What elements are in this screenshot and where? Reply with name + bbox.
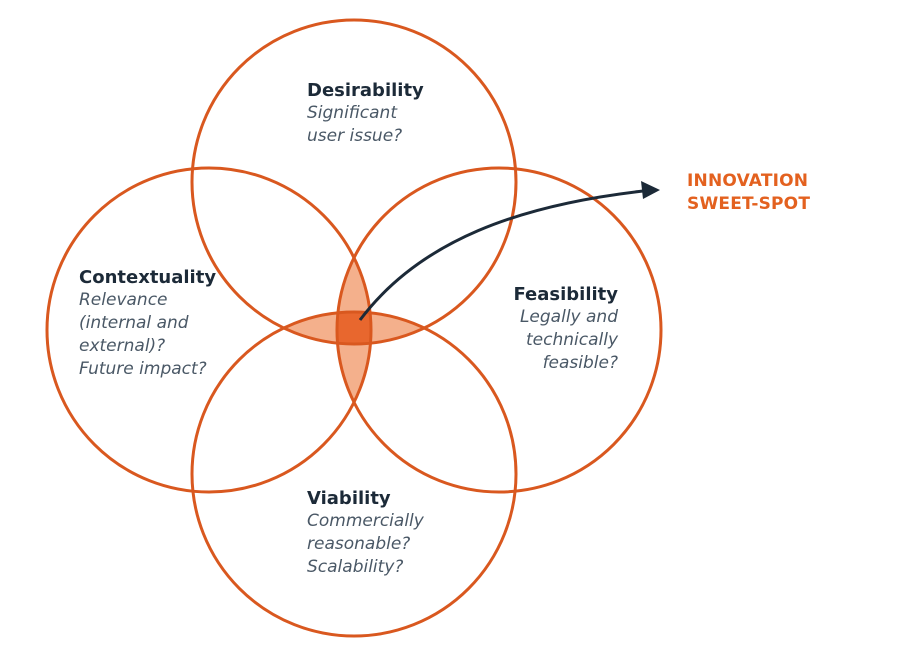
viability-desc: Commercially reasonable? Scalability? <box>307 511 424 577</box>
innovation-sweet-spot-callout: INNOVATION SWEET-SPOT <box>687 170 887 216</box>
callout-line-2: SWEET-SPOT <box>687 194 811 214</box>
contextuality-title: Contextuality <box>79 267 217 288</box>
callout-line-1: INNOVATION <box>687 171 809 191</box>
feasibility-desc: Legally and technically feasible? <box>519 307 618 373</box>
sweet-spot-arrow <box>358 189 644 321</box>
circle-desirability <box>190 18 518 346</box>
viability-title: Viability <box>307 488 391 509</box>
desirability-title: Desirability <box>307 80 424 101</box>
desirability-desc: Significant user issue? <box>307 103 403 146</box>
contextuality-label: Contextuality Relevance (internal and ex… <box>79 267 249 381</box>
desirability-label: Desirability Significant user issue? <box>307 80 467 148</box>
circle-feasibility <box>335 166 663 494</box>
feasibility-title: Feasibility <box>513 284 618 305</box>
circle-contextuality <box>45 166 373 494</box>
contextuality-desc: Relevance (internal and external)? Futur… <box>79 290 207 379</box>
viability-label: Viability Commercially reasonable? Scala… <box>307 488 467 579</box>
circle-viability <box>190 310 518 638</box>
feasibility-label: Feasibility Legally and technically feas… <box>488 284 618 375</box>
arrow-head <box>641 181 660 199</box>
